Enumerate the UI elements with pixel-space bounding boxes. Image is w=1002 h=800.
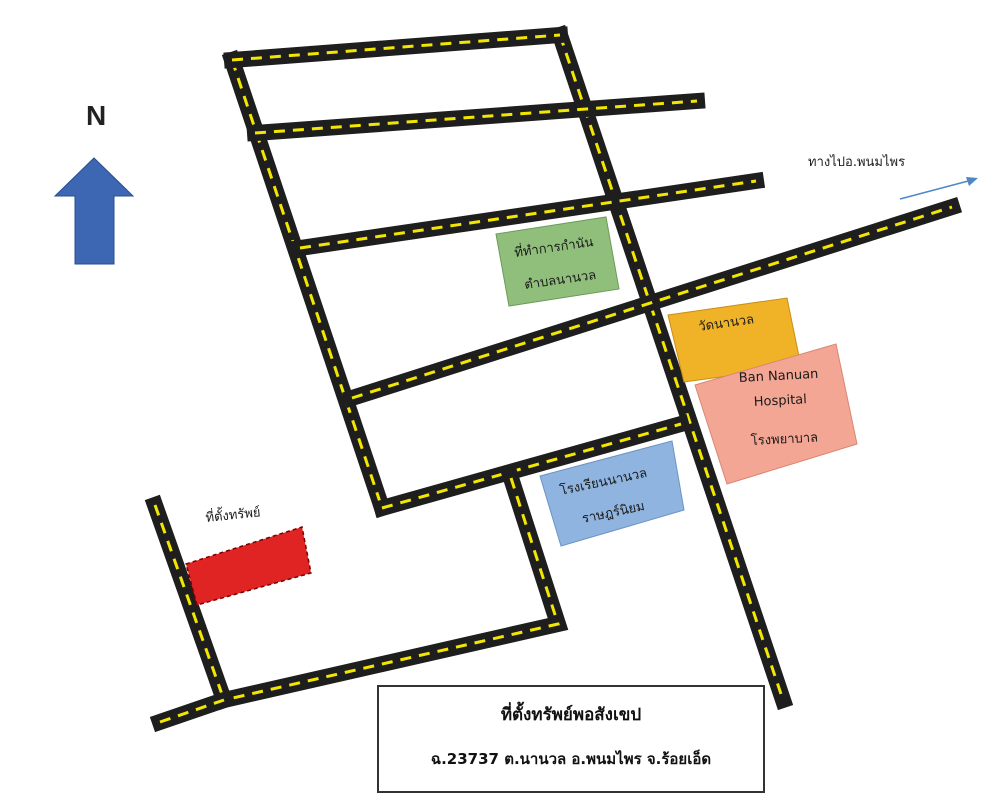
direction-label: ทางไปอ.พนมไพร xyxy=(808,154,905,170)
road-school-loop xyxy=(214,467,569,710)
north-label: N xyxy=(86,100,107,131)
road-cross-1 xyxy=(246,92,706,142)
road-top xyxy=(223,26,569,69)
direction-arrow-icon xyxy=(899,177,978,200)
road-network xyxy=(144,24,963,733)
hospital-label-1: Ban Nanuan xyxy=(738,367,818,386)
nanuan-ratniyom-school: โรงเรียนนานวล ราษฎร์นิยม xyxy=(539,440,685,547)
caption-box: ที่ตั้งทรัพย์พอสังเขป ฉ.23737 ต.นานวล อ.… xyxy=(377,685,765,793)
road-cross-2 xyxy=(290,171,766,258)
road-main-east xyxy=(549,24,794,711)
ban-nanuan-hospital: Ban Nanuan Hospital โรงพยาบาล xyxy=(694,343,858,485)
road-west-spur xyxy=(144,494,235,711)
property-label: ที่ตั้งทรัพย์ xyxy=(205,502,262,526)
road-to-phanom-phrai xyxy=(341,196,963,409)
road-cross-4 xyxy=(372,414,691,518)
hospital-label-2: Hospital xyxy=(753,392,807,410)
caption-subtitle: ฉ.23737 ต.นานวล อ.พนมไพร จ.ร้อยเอ็ด xyxy=(430,750,712,768)
road-bottom xyxy=(149,689,235,733)
kamnan-office: ที่ทำการกำนัน ตำบลนานวล xyxy=(495,216,620,307)
wat-nanuan: วัดนานวล xyxy=(667,297,802,383)
property-location: ที่ตั้งทรัพย์ xyxy=(185,502,312,606)
hospital-label-3: โรงพยาบาล xyxy=(750,429,818,449)
caption-title: ที่ตั้งทรัพย์พอสังเขป xyxy=(500,705,642,725)
north-arrow-icon xyxy=(53,157,135,265)
